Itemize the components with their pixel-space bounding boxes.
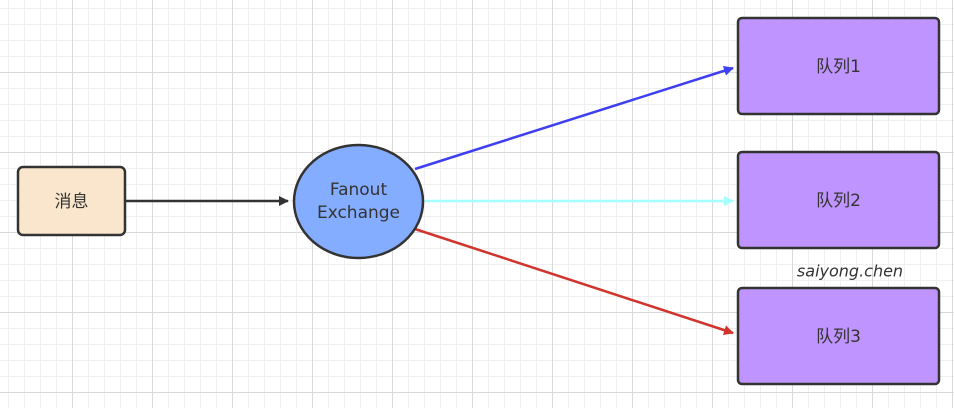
queue3-node[interactable]: 队列3 [736, 286, 941, 386]
exchange-ellipse [292, 143, 425, 260]
watermark-text: saiyong.chen [797, 262, 903, 281]
message-node[interactable]: 消息 [16, 165, 127, 237]
message-label: 消息 [55, 192, 89, 212]
queue1-node[interactable]: 队列1 [736, 16, 941, 116]
queue1-label: 队列1 [816, 57, 861, 77]
message-box [16, 165, 127, 237]
queue1-box [736, 16, 941, 116]
exchange-label-line2: Exchange [317, 203, 400, 223]
queue2-node[interactable]: 队列2 [736, 150, 941, 250]
queue3-box [736, 286, 941, 386]
edge-exchange-to-queue1 [414, 65, 734, 171]
edge-exchange-to-queue3 [414, 227, 734, 335]
queue2-label: 队列2 [816, 191, 861, 211]
exchange-label-line1: Fanout [330, 180, 388, 200]
queue2-box [736, 150, 941, 250]
queue3-label: 队列3 [816, 327, 861, 347]
exchange-node[interactable]: Fanout Exchange [292, 143, 425, 260]
